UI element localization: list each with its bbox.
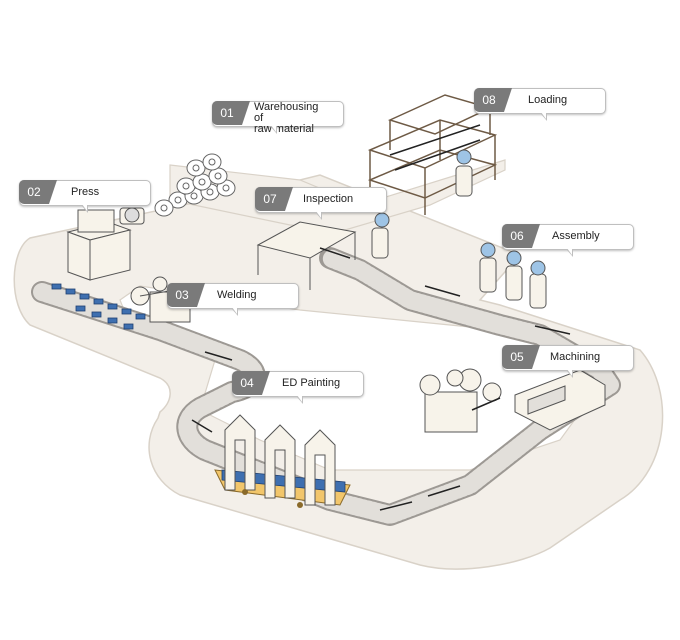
press-blanks — [51, 283, 146, 320]
step-number: 01 — [212, 101, 250, 125]
worker-inspection — [371, 212, 390, 259]
step-number: 04 — [232, 371, 270, 395]
worker-assembly-3 — [529, 260, 547, 309]
inspection-table — [256, 221, 357, 290]
step-number: 05 — [502, 345, 540, 369]
worker-assembly-2 — [505, 250, 523, 301]
raw-material-rolls — [154, 153, 236, 217]
worker-assembly-1 — [479, 242, 497, 293]
step-label: Press — [71, 186, 100, 198]
step-number: 07 — [255, 187, 293, 211]
step-number: 06 — [502, 224, 540, 248]
press-machine — [66, 207, 145, 281]
axle-parts — [191, 124, 571, 511]
step-number: 03 — [167, 283, 205, 307]
workers — [371, 149, 547, 309]
step-number: 08 — [474, 88, 512, 112]
step-label: Machining — [550, 351, 601, 363]
ed-painting-tank — [214, 414, 351, 508]
step-label: Inspection — [303, 193, 354, 205]
step-label: Welding — [217, 289, 257, 301]
step-label: Assembly — [552, 230, 600, 242]
step-label: ED Painting — [282, 377, 341, 389]
welding-parts — [75, 305, 134, 330]
step-label: Loading — [528, 94, 568, 106]
step-label: Warehousing of raw material — [254, 101, 319, 135]
machining-robot — [419, 368, 502, 433]
step-number: 02 — [19, 180, 57, 204]
worker-loading — [455, 149, 473, 197]
